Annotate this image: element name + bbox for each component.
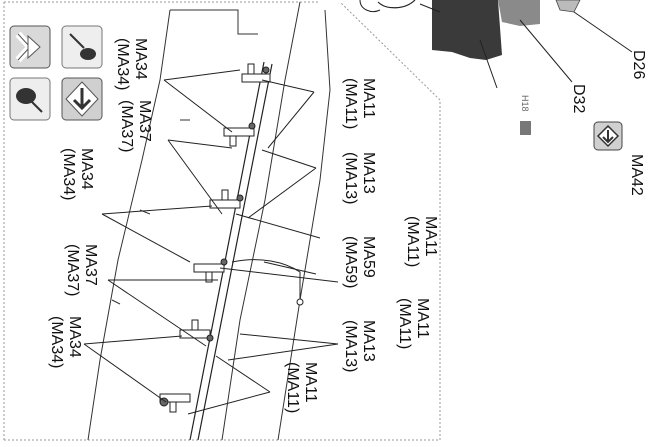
down-arrow-button[interactable] xyxy=(61,77,103,121)
label-ma11-c: MA11 (MA11) xyxy=(396,298,431,349)
svg-text:MA34: MA34 xyxy=(78,148,95,190)
svg-text:(MA13): (MA13) xyxy=(342,152,359,204)
clamp-1 xyxy=(241,63,271,83)
ma42-connector-icon xyxy=(593,121,623,151)
d32-component xyxy=(359,0,581,60)
svg-text:(MA11): (MA11) xyxy=(284,362,301,413)
d32-label: D32 xyxy=(570,84,587,113)
right-chevron-icon xyxy=(15,31,41,63)
svg-text:(MA34): (MA34) xyxy=(60,148,77,200)
label-ma13-b: MA13 (MA13) xyxy=(342,320,377,372)
label-ma34-mid: MA34 (MA34) xyxy=(60,148,95,200)
ma42-label: MA42 xyxy=(628,154,645,196)
down-arrow-icon xyxy=(65,81,99,117)
svg-text:(MA37): (MA37) xyxy=(64,244,81,296)
label-ma59: MA59 (MA59) xyxy=(342,236,377,288)
clamp-6 xyxy=(159,393,191,413)
connector-socket-button[interactable] xyxy=(9,77,51,121)
label-ma37-bot: MA37 (MA37) xyxy=(64,244,99,296)
label-ma37-top: MA37 (MA37) xyxy=(118,100,153,152)
d26-label: D26 xyxy=(630,50,647,79)
next-arrow-button[interactable] xyxy=(9,25,51,69)
svg-text:(MA11): (MA11) xyxy=(404,216,421,267)
clamp-5 xyxy=(179,319,214,342)
svg-text:(MA13): (MA13) xyxy=(342,320,359,372)
upper-leaders xyxy=(479,11,633,89)
label-ma11-a: MA11 (MA11) xyxy=(342,78,377,129)
clamp-2 xyxy=(223,122,256,147)
svg-text:(MA11): (MA11) xyxy=(342,78,359,129)
svg-text:MA11: MA11 xyxy=(414,298,431,339)
svg-text:MA34: MA34 xyxy=(132,38,149,80)
label-ma34-bot: MA34 (MA34) xyxy=(48,316,83,368)
ma59-plug xyxy=(296,298,304,306)
svg-text:(MA37): (MA37) xyxy=(118,100,135,152)
svg-text:(MA34): (MA34) xyxy=(48,316,65,368)
ma59-wire xyxy=(231,259,301,300)
figure-ref-label: H18 xyxy=(520,95,530,112)
label-ma13-a: MA13 (MA13) xyxy=(342,152,377,204)
svg-text:MA37: MA37 xyxy=(82,244,99,286)
svg-text:(MA59): (MA59) xyxy=(342,236,359,288)
svg-text:MA34: MA34 xyxy=(66,316,83,358)
connector-plug-button[interactable] xyxy=(61,25,103,69)
frame-outline xyxy=(87,1,331,441)
socket-icon xyxy=(16,88,43,113)
label-ma11-d: MA11 (MA11) xyxy=(284,362,319,413)
rail-leaders xyxy=(83,69,339,415)
svg-text:MA13: MA13 xyxy=(360,320,377,362)
svg-text:MA13: MA13 xyxy=(360,152,377,194)
detail-frame xyxy=(3,1,441,441)
plug-icon xyxy=(69,33,96,60)
svg-text:MA11: MA11 xyxy=(422,216,439,257)
svg-text:MA11: MA11 xyxy=(302,362,319,403)
label-ma34-top: MA34 (MA34) xyxy=(114,38,149,90)
svg-text:(MA34): (MA34) xyxy=(114,38,131,90)
svg-text:MA37: MA37 xyxy=(136,100,153,142)
svg-text:MA59: MA59 xyxy=(360,236,377,278)
clamp-3 xyxy=(209,189,244,209)
figure-ref-tag: H18 xyxy=(520,95,531,135)
svg-text:MA11: MA11 xyxy=(360,78,377,119)
label-ma11-b: MA11 (MA11) xyxy=(404,216,439,267)
svg-text:(MA11): (MA11) xyxy=(396,298,413,349)
